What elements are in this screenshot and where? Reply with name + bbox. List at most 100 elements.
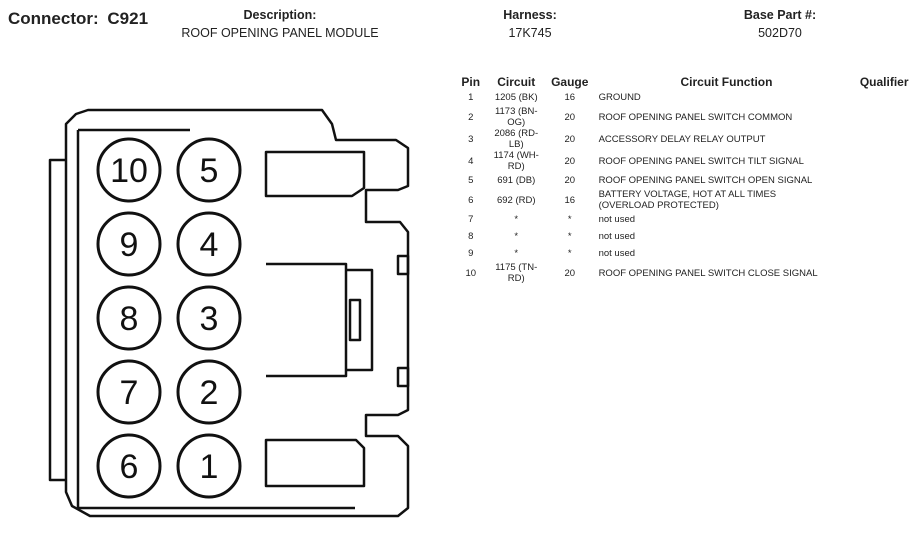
table-row: 3 2086 (RD-LB) 20 ACCESSORY DELAY RELAY … [455,128,914,150]
column-header-qualifier: Qualifier [859,75,909,89]
pin-cavity-10 [96,137,162,203]
gauge-cell: 16 [564,92,576,103]
qualifier-cell [854,262,914,284]
gauge-cell: 20 [564,155,576,167]
pin-cell: 8 [468,231,474,242]
pin-number-7: 7 [120,374,139,412]
pin-number-2: 2 [200,374,219,412]
qualifier-cell [854,228,914,245]
gauge-cell: 16 [564,194,576,206]
circuit-text: 1173 (BN-OG) [494,106,538,128]
harness-value: 17K745 [508,26,552,40]
connector-id: C921 [107,9,149,28]
circuit-cell: 1175 (TN-RD) [487,262,546,284]
circuit-cell: 1205 (BK) [494,92,538,103]
pin-number-4: 4 [200,226,219,264]
table-row: 4 1174 (WH-RD) 20 ROOF OPENING PANEL SWI… [455,150,914,172]
pinout-table: Pin Circuit Gauge Circuit Function Quali… [455,72,914,284]
pin-cavity-7 [96,359,162,425]
gauge-cell: 20 [564,175,576,186]
latch-slot [348,298,362,342]
qualifier-cell [854,172,914,189]
pin-number-1: 1 [200,448,219,486]
circuit-cell: * [514,231,519,242]
circuit-cell: 692 (RD) [496,194,536,206]
pin-cell: 1 [468,92,474,103]
circuit-cell: * [514,214,519,225]
circuit-text: 1174 (WH-RD) [493,150,539,172]
pin-cavity-2 [176,359,242,425]
left-latch [48,158,66,482]
pin-number-9: 9 [120,226,139,264]
gauge-cell: * [567,248,572,259]
table-row: 8 * * not used [455,228,914,245]
pin-number-6: 6 [120,448,139,486]
pin-number-8: 8 [120,300,139,338]
column-header-gauge: Gauge [551,75,589,89]
upper-tab [264,150,366,198]
circuit-cell: 1174 (WH-RD) [487,150,546,172]
qualifier-cell [854,189,914,211]
pin-cell: 10 [465,267,477,279]
latch-bar [266,262,348,378]
connector-label: Connector: [8,9,99,28]
pin-cavity-5 [176,137,242,203]
column-header-circuit-function: Circuit Function [680,75,773,89]
right-notch-upper [396,254,410,276]
function-cell: ACCESSORY DELAY RELAY OUTPUT [598,133,766,145]
table-row: 5 691 (DB) 20 ROOF OPENING PANEL SWITCH … [455,172,914,189]
gauge-cell: 20 [564,133,576,145]
pin-number-10: 10 [110,152,148,190]
pin-cavity-3 [176,285,242,351]
base-part-label: Base Part #: [743,8,817,22]
circuit-cell: 2086 (RD-LB) [487,128,546,150]
function-text: BATTERY VOLTAGE, HOT AT ALL TIMES (OVERL… [598,189,777,211]
function-cell: BATTERY VOLTAGE, HOT AT ALL TIMES (OVERL… [594,189,855,211]
pin-cavity-6 [96,433,162,499]
column-header-pin: Pin [461,75,481,89]
circuit-text: 2086 (RD-LB) [494,128,539,150]
circuit-text: 1175 (TN-RD) [495,262,538,284]
pin-cell: 9 [468,248,474,259]
harness-label: Harness: [503,8,557,22]
pin-cavity-9 [96,211,162,277]
gauge-cell: * [567,231,572,242]
gauge-cell: * [567,214,572,225]
base-part-value: 502D70 [758,26,802,40]
description-value: ROOF OPENING PANEL MODULE [181,26,379,40]
circuit-cell: 691 (DB) [497,175,536,186]
pin-cavity-4 [176,211,242,277]
description-label: Description: [243,8,317,22]
pin-cell: 6 [468,194,474,206]
pin-cell: 7 [468,214,474,225]
table-row: 6 692 (RD) 16 BATTERY VOLTAGE, HOT AT AL… [455,189,914,211]
pin-number-5: 5 [200,152,219,190]
function-cell: ROOF OPENING PANEL SWITCH COMMON [598,111,793,123]
table-row: 10 1175 (TN-RD) 20 ROOF OPENING PANEL SW… [455,262,914,284]
housing-inner-line [76,128,355,510]
pin-cell: 4 [468,155,474,167]
table-row: 1 1205 (BK) 16 GROUND [455,89,914,106]
qualifier-cell [854,89,914,106]
table-row: 9 * * not used [455,245,914,262]
pin-number-3: 3 [200,300,219,338]
function-cell: not used [598,214,636,225]
pin-cell: 3 [468,133,474,145]
function-cell: ROOF OPENING PANEL SWITCH CLOSE SIGNAL [598,267,818,279]
circuit-cell: 1173 (BN-OG) [487,106,546,128]
function-cell: not used [598,248,636,259]
right-notch-lower [396,366,410,388]
circuit-cell: * [514,248,519,259]
pin-cavity-1 [176,433,242,499]
qualifier-cell [854,128,914,150]
lower-tab [264,438,366,488]
qualifier-cell [854,211,914,228]
gauge-cell: 20 [564,267,576,279]
table-row: 2 1173 (BN-OG) 20 ROOF OPENING PANEL SWI… [455,106,914,128]
function-cell: ROOF OPENING PANEL SWITCH OPEN SIGNAL [598,175,813,186]
column-header-circuit: Circuit [497,75,536,89]
table-row: 7 * * not used [455,211,914,228]
connector-title: Connector: C921 [8,9,148,29]
table-header-row: Pin Circuit Gauge Circuit Function Quali… [455,72,914,89]
